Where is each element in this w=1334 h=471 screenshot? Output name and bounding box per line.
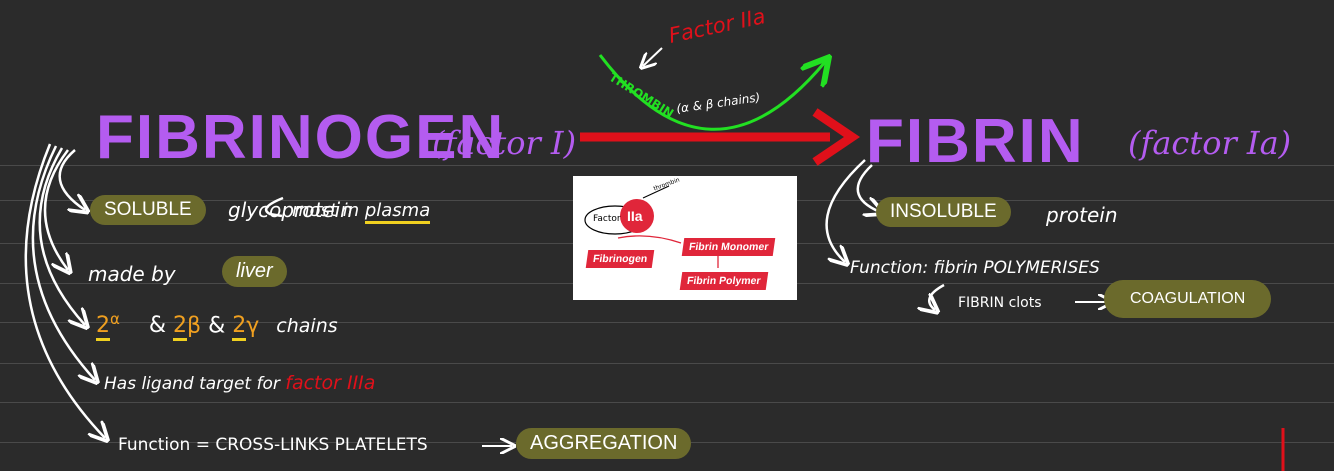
ruled-line <box>0 165 1334 166</box>
chain-beta-sym: β <box>187 313 202 339</box>
liver-pill: liver <box>222 256 287 287</box>
bracket-arc <box>24 143 105 438</box>
reaction-inset-image: Factor IIa thrombin Fibrinogen Fibrin Mo… <box>573 176 797 300</box>
ruled-line <box>0 322 1334 323</box>
fibrinogen-subtitle: (factor I) <box>432 124 577 162</box>
reaction-arrowhead <box>812 108 861 166</box>
ruled-line <box>0 402 1334 403</box>
most-in-plasma-text: most in plasma <box>292 200 431 224</box>
inset-arrow <box>617 235 682 244</box>
bracket-arc <box>825 159 866 262</box>
chain-gamma-sym: γ <box>246 313 260 339</box>
coagulation-pill: COAGULATION <box>1104 280 1272 318</box>
made-by-text: made by <box>88 262 176 286</box>
fibrinogen-function-text: Function = CROSS-LINKS PLATELETS <box>118 435 428 455</box>
ligand-text: Has ligand target for factor IIIa <box>104 372 375 394</box>
iia-circle <box>620 199 654 233</box>
factor-pointer-arrow <box>643 47 663 66</box>
most-in-prefix: most in <box>292 200 365 221</box>
chain-2-alpha-num: 2 <box>96 313 110 342</box>
chain-amp: & <box>208 313 226 339</box>
bracket-arc <box>856 164 880 212</box>
inset-fibrinogen: Fibrinogen <box>585 250 655 268</box>
chains-word: chains <box>276 315 338 338</box>
small-label-stroke <box>642 185 670 199</box>
inset-fibrin-monomer: Fibrin Monomer <box>681 238 776 256</box>
bracket-arc <box>38 147 85 325</box>
fibrin-function-text: Function: fibrin POLYMERISES <box>850 258 1100 278</box>
hook-stroke <box>264 196 284 218</box>
chain-2-gamma-num: 2 <box>232 313 247 342</box>
bracket-arc <box>43 149 68 270</box>
hook-stroke <box>929 283 945 310</box>
bracket-arc <box>58 149 85 210</box>
inset-strokes <box>584 185 719 268</box>
fibrin-subtitle: (factor Ia) <box>1128 124 1292 162</box>
plasma-word: plasma <box>364 200 431 224</box>
thrombin-arc <box>598 55 825 131</box>
glycoprotein-text: glycoprotein <box>228 198 353 222</box>
fibrin-clots-text: FIBRIN clots <box>958 295 1042 311</box>
fibrin-title: FIBRIN <box>866 107 1085 176</box>
ligand-prefix: Has ligand target for <box>104 374 280 394</box>
aggregation-pill: AGGREGATION <box>516 428 692 459</box>
ruled-line <box>0 363 1334 364</box>
inset-fibrin-polymer: Fibrin Polymer <box>679 272 768 290</box>
inset-iia-label: IIa <box>627 208 643 224</box>
chain-2-beta-num: 2 <box>173 313 188 342</box>
inset-factor-label: Factor <box>593 214 621 224</box>
ligand-factor: factor IIIa <box>285 372 376 394</box>
chain-amp: & <box>148 313 167 339</box>
insoluble-pill: INSOLUBLE <box>876 197 1011 227</box>
bracket-arc <box>31 145 95 380</box>
chains-text: 2α & 2β & 2γ chains <box>96 310 338 342</box>
fibrinogen-title: FIBRINOGEN <box>96 103 506 172</box>
chain-alpha-sym: α <box>110 310 120 328</box>
protein-text: protein <box>1046 203 1118 227</box>
soluble-pill: SOLUBLE <box>90 195 206 225</box>
